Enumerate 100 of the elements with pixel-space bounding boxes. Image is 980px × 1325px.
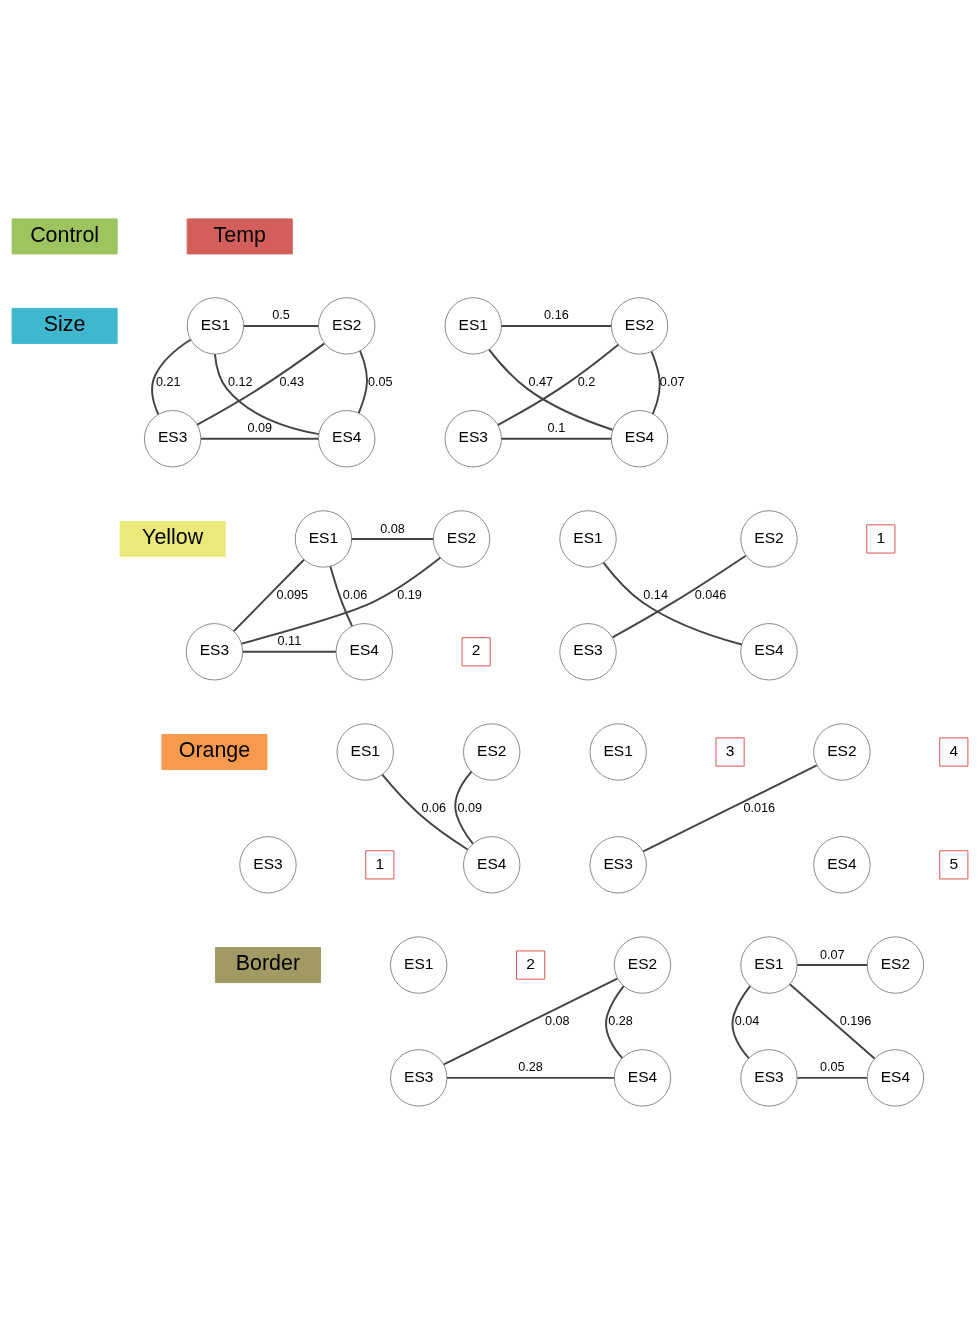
- edge-label: 0.11: [277, 634, 302, 649]
- edge-label: 0.12: [227, 374, 253, 389]
- connector: [442, 977, 619, 1066]
- node-box: Temp: [186, 218, 293, 255]
- node-circle: ES1: [444, 297, 502, 355]
- connector: [151, 338, 192, 416]
- edge-label: 0.06: [342, 587, 368, 602]
- connector: [731, 985, 752, 1060]
- node-circle: ES2: [613, 936, 672, 994]
- connector: [381, 773, 469, 851]
- edge-label: 0.1: [547, 421, 566, 436]
- node-box: Yellow: [119, 520, 226, 557]
- connector: [242, 324, 320, 327]
- node-box: Control: [11, 218, 118, 255]
- node-box: 3: [715, 737, 745, 767]
- connector: [796, 964, 869, 967]
- connector: [488, 348, 614, 431]
- node-circle: ES4: [463, 836, 521, 894]
- edge-label: 0.08: [380, 521, 405, 536]
- node-circle: ES3: [559, 623, 617, 681]
- node-circle: ES3: [390, 1049, 448, 1107]
- node-circle: ES2: [432, 510, 491, 568]
- connector: [642, 764, 818, 853]
- connector: [242, 650, 337, 653]
- node-box: Orange: [161, 734, 268, 770]
- node-circle: ES4: [318, 410, 376, 468]
- edge-label: 0.046: [694, 587, 727, 602]
- node-box: Border: [214, 947, 321, 984]
- edge-label: 0.196: [839, 1013, 872, 1028]
- connector: [200, 437, 320, 440]
- connector: [500, 324, 613, 327]
- node-circle: ES4: [335, 623, 393, 681]
- edge-label: 0.08: [545, 1013, 570, 1028]
- edge-label: 0.14: [643, 587, 668, 602]
- node-circle: ES2: [318, 297, 376, 355]
- edge-label: 0.19: [397, 587, 422, 602]
- connector: [240, 556, 442, 645]
- node-circle: ES3: [143, 410, 202, 468]
- connector: [788, 983, 876, 1060]
- node-box: 1: [365, 850, 395, 880]
- edge-label: 0.095: [276, 587, 309, 602]
- edge-label: 0.05: [819, 1060, 845, 1075]
- edge-label: 0.05: [368, 374, 393, 389]
- connector: [213, 353, 320, 436]
- connector: [611, 554, 747, 639]
- node-circle: ES4: [813, 836, 871, 894]
- edge-label: 0.06: [421, 800, 447, 815]
- node-circle: ES4: [613, 1049, 672, 1107]
- connector: [796, 1076, 869, 1079]
- node-box: 2: [516, 950, 546, 980]
- edge-label: 0.04: [734, 1013, 760, 1028]
- connector: [329, 565, 354, 628]
- edge-label: 0.2: [577, 374, 596, 389]
- node-circle: ES3: [185, 623, 244, 681]
- node-circle: ES3: [239, 836, 297, 894]
- connector: [650, 350, 661, 415]
- connector: [497, 343, 620, 426]
- node-circle: ES1: [390, 936, 448, 994]
- edge-label: 0.016: [743, 800, 776, 815]
- node-circle: ES2: [866, 936, 925, 994]
- connector: [605, 985, 625, 1060]
- edge-label: 0.09: [457, 800, 483, 815]
- node-circle: ES1: [589, 723, 647, 781]
- node-box: 5: [939, 850, 969, 880]
- node-circle: ES3: [589, 836, 647, 894]
- connector: [350, 537, 435, 540]
- edge-label: 0.28: [608, 1013, 633, 1028]
- node-circle: ES4: [740, 623, 798, 681]
- connector: [196, 342, 326, 426]
- node-circle: ES2: [463, 723, 521, 781]
- node-box: Size: [11, 307, 118, 344]
- edge-label: 0.28: [518, 1060, 543, 1075]
- node-circle: ES4: [866, 1049, 925, 1107]
- edge-label: 0.5: [272, 308, 290, 323]
- edge-label: 0.16: [544, 308, 569, 323]
- node-circle: ES1: [740, 936, 798, 994]
- edge-label: 0.47: [528, 374, 554, 389]
- node-circle: ES4: [610, 410, 669, 468]
- node-box: 2: [461, 637, 491, 667]
- edge-label: 0.43: [279, 374, 305, 389]
- connector: [357, 349, 368, 415]
- node-box: 4: [939, 737, 969, 767]
- node-circle: ES1: [559, 510, 617, 568]
- node-circle: ES3: [444, 410, 502, 468]
- connector: [500, 437, 613, 440]
- node-circle: ES2: [610, 297, 669, 355]
- connector: [232, 558, 305, 633]
- node-box: 1: [866, 524, 896, 554]
- node-circle: ES2: [813, 723, 871, 781]
- node-circle: ES1: [336, 723, 394, 781]
- node-circle: ES2: [740, 510, 798, 568]
- edge-label: 0.07: [819, 947, 845, 962]
- edge-label: 0.09: [247, 421, 272, 436]
- node-circle: ES1: [186, 297, 245, 355]
- edge-label: 0.21: [155, 374, 181, 389]
- edge-label: 0.07: [659, 374, 685, 389]
- node-circle: ES3: [740, 1049, 798, 1107]
- connector: [446, 1076, 615, 1079]
- connector: [454, 770, 474, 845]
- connector: [602, 561, 743, 646]
